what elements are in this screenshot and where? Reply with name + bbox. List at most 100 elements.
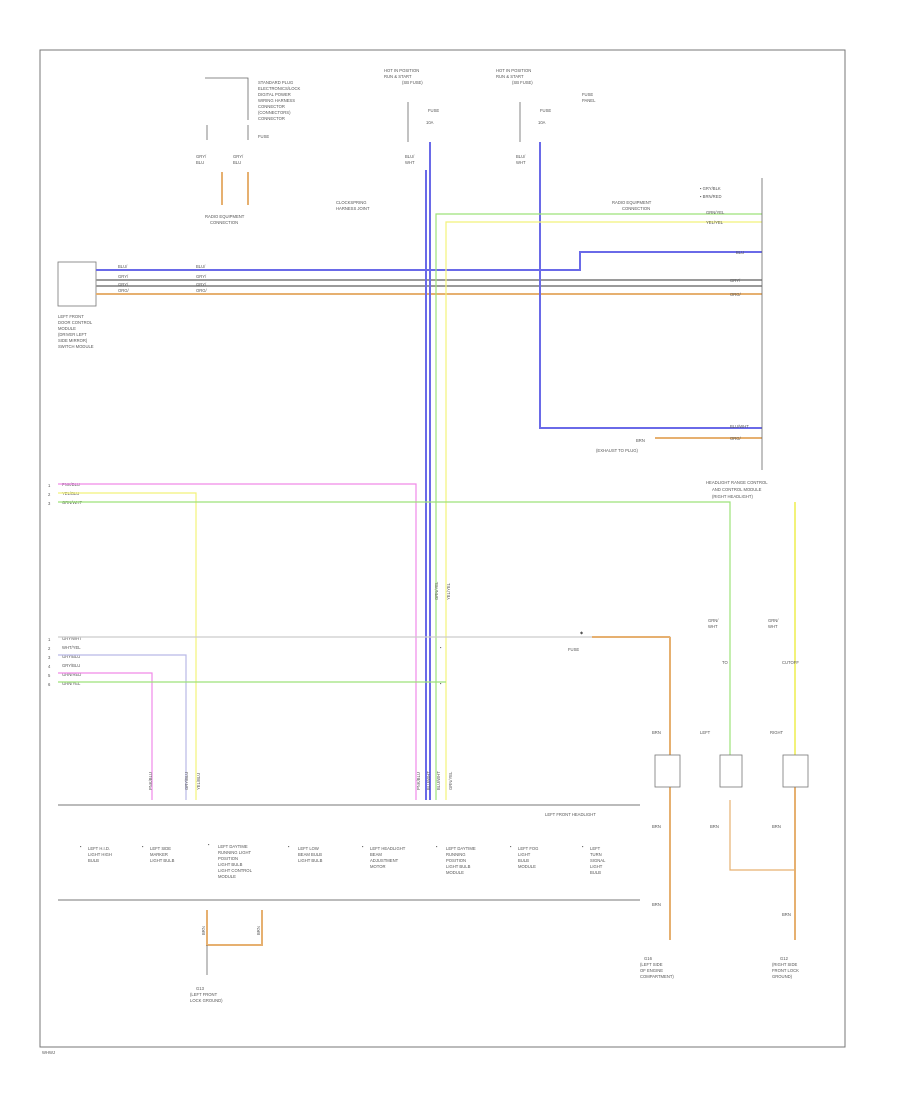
svg-text:(RIGHT SIDE: (RIGHT SIDE xyxy=(772,962,797,967)
svg-text:BLU/WHT: BLU/WHT xyxy=(436,771,441,790)
svg-text:MODULE: MODULE xyxy=(518,864,536,869)
svg-text:LIGHT BULB: LIGHT BULB xyxy=(150,858,175,863)
relay-2 xyxy=(719,754,743,788)
svg-text:LEFT DAYTIME: LEFT DAYTIME xyxy=(218,844,248,849)
svg-text:GRY/BLU: GRY/BLU xyxy=(184,772,189,790)
svg-text:TO: TO xyxy=(722,660,728,665)
svg-text:▪: ▪ xyxy=(208,842,210,847)
svg-text:WHT/YEL: WHT/YEL xyxy=(62,645,81,650)
svg-text:GRY/BLU: GRY/BLU xyxy=(62,654,80,659)
svg-text:G16: G16 xyxy=(644,956,653,961)
svg-text:LEFT: LEFT xyxy=(590,846,601,851)
diagram-frame xyxy=(39,49,846,1048)
svg-text:GRY/: GRY/ xyxy=(118,274,129,279)
svg-text:10A: 10A xyxy=(426,120,434,125)
svg-text:FUSE: FUSE xyxy=(428,108,439,113)
svg-text:▪: ▪ xyxy=(582,844,584,849)
svg-text:LEFT SIDE: LEFT SIDE xyxy=(150,846,171,851)
ground-bottom-left: BRN BRN G13 (LEFT FRONT LOCK GROUND) xyxy=(190,910,263,1003)
svg-text:LIGHT BULB: LIGHT BULB xyxy=(218,862,243,867)
svg-text:CONNECTION: CONNECTION xyxy=(210,220,238,225)
svg-text:▪: ▪ xyxy=(288,844,290,849)
svg-text:BRN: BRN xyxy=(652,730,661,735)
svg-text:GRN/RED: GRN/RED xyxy=(62,672,81,677)
footer-code: WHWJ xyxy=(42,1050,55,1055)
svg-text:RADIO EQUIPMENT: RADIO EQUIPMENT xyxy=(612,200,652,205)
svg-text:2: 2 xyxy=(48,646,51,651)
svg-text:GRY/: GRY/ xyxy=(233,154,244,159)
svg-text:ORG/: ORG/ xyxy=(730,436,742,441)
svg-text:WHT: WHT xyxy=(768,624,778,629)
svg-text:BEAM: BEAM xyxy=(370,852,382,857)
svg-text:MODULE: MODULE xyxy=(446,870,464,875)
svg-text:HEADLIGHT RANGE CONTROL: HEADLIGHT RANGE CONTROL xyxy=(706,480,768,485)
svg-text:BLU/WHT: BLU/WHT xyxy=(730,424,749,429)
svg-text:MARKER: MARKER xyxy=(150,852,168,857)
wire-lav-lower xyxy=(58,654,187,800)
svg-text:BULB: BULB xyxy=(590,870,601,875)
svg-text:WHT: WHT xyxy=(516,160,526,165)
svg-text:LIGHT: LIGHT xyxy=(518,852,531,857)
right-connector: HEADLIGHT RANGE CONTROL AND CONTROL MODU… xyxy=(596,178,768,499)
svg-text:▪: ▪ xyxy=(80,844,82,849)
svg-text:HARNESS JOINT: HARNESS JOINT xyxy=(336,206,370,211)
svg-text:SIGNAL: SIGNAL xyxy=(590,858,606,863)
svg-text:SIDE MIRROR): SIDE MIRROR) xyxy=(58,338,88,343)
svg-text:BRN: BRN xyxy=(782,912,791,917)
svg-text:(SB FUSE): (SB FUSE) xyxy=(402,80,423,85)
wire-feed-blue-2 xyxy=(539,142,762,429)
svg-text:MOTOR: MOTOR xyxy=(370,864,386,869)
wire-yellow-upper xyxy=(445,221,762,800)
svg-text:ADJUSTMENT: ADJUSTMENT xyxy=(370,858,399,863)
svg-text:BRN: BRN xyxy=(772,824,781,829)
svg-text:LEFT FRONT HEADLIGHT: LEFT FRONT HEADLIGHT xyxy=(545,812,596,817)
svg-text:▪: ▪ xyxy=(440,645,442,650)
svg-text:CONNECTOR: CONNECTOR xyxy=(258,104,285,109)
svg-text:STANDARD PLUG: STANDARD PLUG xyxy=(258,80,293,85)
left-module-box xyxy=(57,261,97,307)
svg-text:WHT: WHT xyxy=(708,624,718,629)
svg-text:CUTOFF: CUTOFF xyxy=(782,660,799,665)
svg-text:4: 4 xyxy=(48,664,51,669)
svg-text:(CONNECTORS): (CONNECTORS) xyxy=(258,110,291,115)
svg-text:BLU/: BLU/ xyxy=(118,264,128,269)
svg-text:BLU/WHT: BLU/WHT xyxy=(426,771,431,790)
svg-text:YEL/YEL: YEL/YEL xyxy=(706,220,724,225)
svg-text:BRN: BRN xyxy=(710,824,719,829)
vertical-wire-labels: GRN/YEL YEL/YEL PNK/BLU GRY/BLU YEL/BLU … xyxy=(148,581,453,790)
fuse-feed-2: HOT IN POSITION RUN & START (SB FUSE) FU… xyxy=(496,68,596,165)
svg-text:DIGITAL POWER: DIGITAL POWER xyxy=(258,92,291,97)
svg-text:▪: ▪ xyxy=(362,844,364,849)
svg-text:GRN/YEL: GRN/YEL xyxy=(434,581,439,600)
svg-text:OF ENGINE: OF ENGINE xyxy=(640,968,663,973)
svg-text:YEL/BLU: YEL/BLU xyxy=(196,773,201,790)
svg-text:1: 1 xyxy=(48,637,51,642)
svg-text:BLU/: BLU/ xyxy=(405,154,415,159)
svg-text:▪ GRY/BLK: ▪ GRY/BLK xyxy=(700,186,721,191)
svg-text:LIGHT CONTROL: LIGHT CONTROL xyxy=(218,868,253,873)
svg-text:10A: 10A xyxy=(538,120,546,125)
svg-text:▪ BRN/RED: ▪ BRN/RED xyxy=(700,194,722,199)
svg-text:BLU: BLU xyxy=(736,250,744,255)
svg-text:LEFT DAYTIME: LEFT DAYTIME xyxy=(446,846,476,851)
svg-text:BULB: BULB xyxy=(518,858,529,863)
svg-text:GRY/: GRY/ xyxy=(196,154,207,159)
svg-text:GRN/YEL: GRN/YEL xyxy=(448,771,453,790)
svg-text:LOCK GROUND): LOCK GROUND) xyxy=(190,998,223,1003)
svg-text:GRN/YEL: GRN/YEL xyxy=(62,681,81,686)
svg-text:BLU: BLU xyxy=(233,160,241,165)
svg-text:LIGHT BULB: LIGHT BULB xyxy=(446,864,471,869)
headlight-components: ▪ LEFT H.I.D. LIGHT HIGH BULB ▪ LEFT SID… xyxy=(80,842,606,879)
svg-text:2: 2 xyxy=(48,492,51,497)
svg-text:LEFT: LEFT xyxy=(700,730,711,735)
svg-text:ORG/: ORG/ xyxy=(118,288,130,293)
svg-text:PNK/BLU: PNK/BLU xyxy=(416,772,421,790)
top-left-splice-label: STANDARD PLUG ELECTRONICS/LOCK DIGITAL P… xyxy=(258,80,301,121)
svg-text:DOOR CONTROL: DOOR CONTROL xyxy=(58,320,93,325)
svg-text:PANEL: PANEL xyxy=(582,98,596,103)
left-connector-lower: 1 2 3 4 5 6 GRY/WHT WHT/YEL GRY/BLU GRY/… xyxy=(48,636,82,687)
wire-bus-blue xyxy=(96,251,762,271)
svg-text:LEFT LOW: LEFT LOW xyxy=(298,846,319,851)
svg-text:TURN: TURN xyxy=(590,852,602,857)
svg-text:(RIGHT HEADLIGHT): (RIGHT HEADLIGHT) xyxy=(712,494,753,499)
